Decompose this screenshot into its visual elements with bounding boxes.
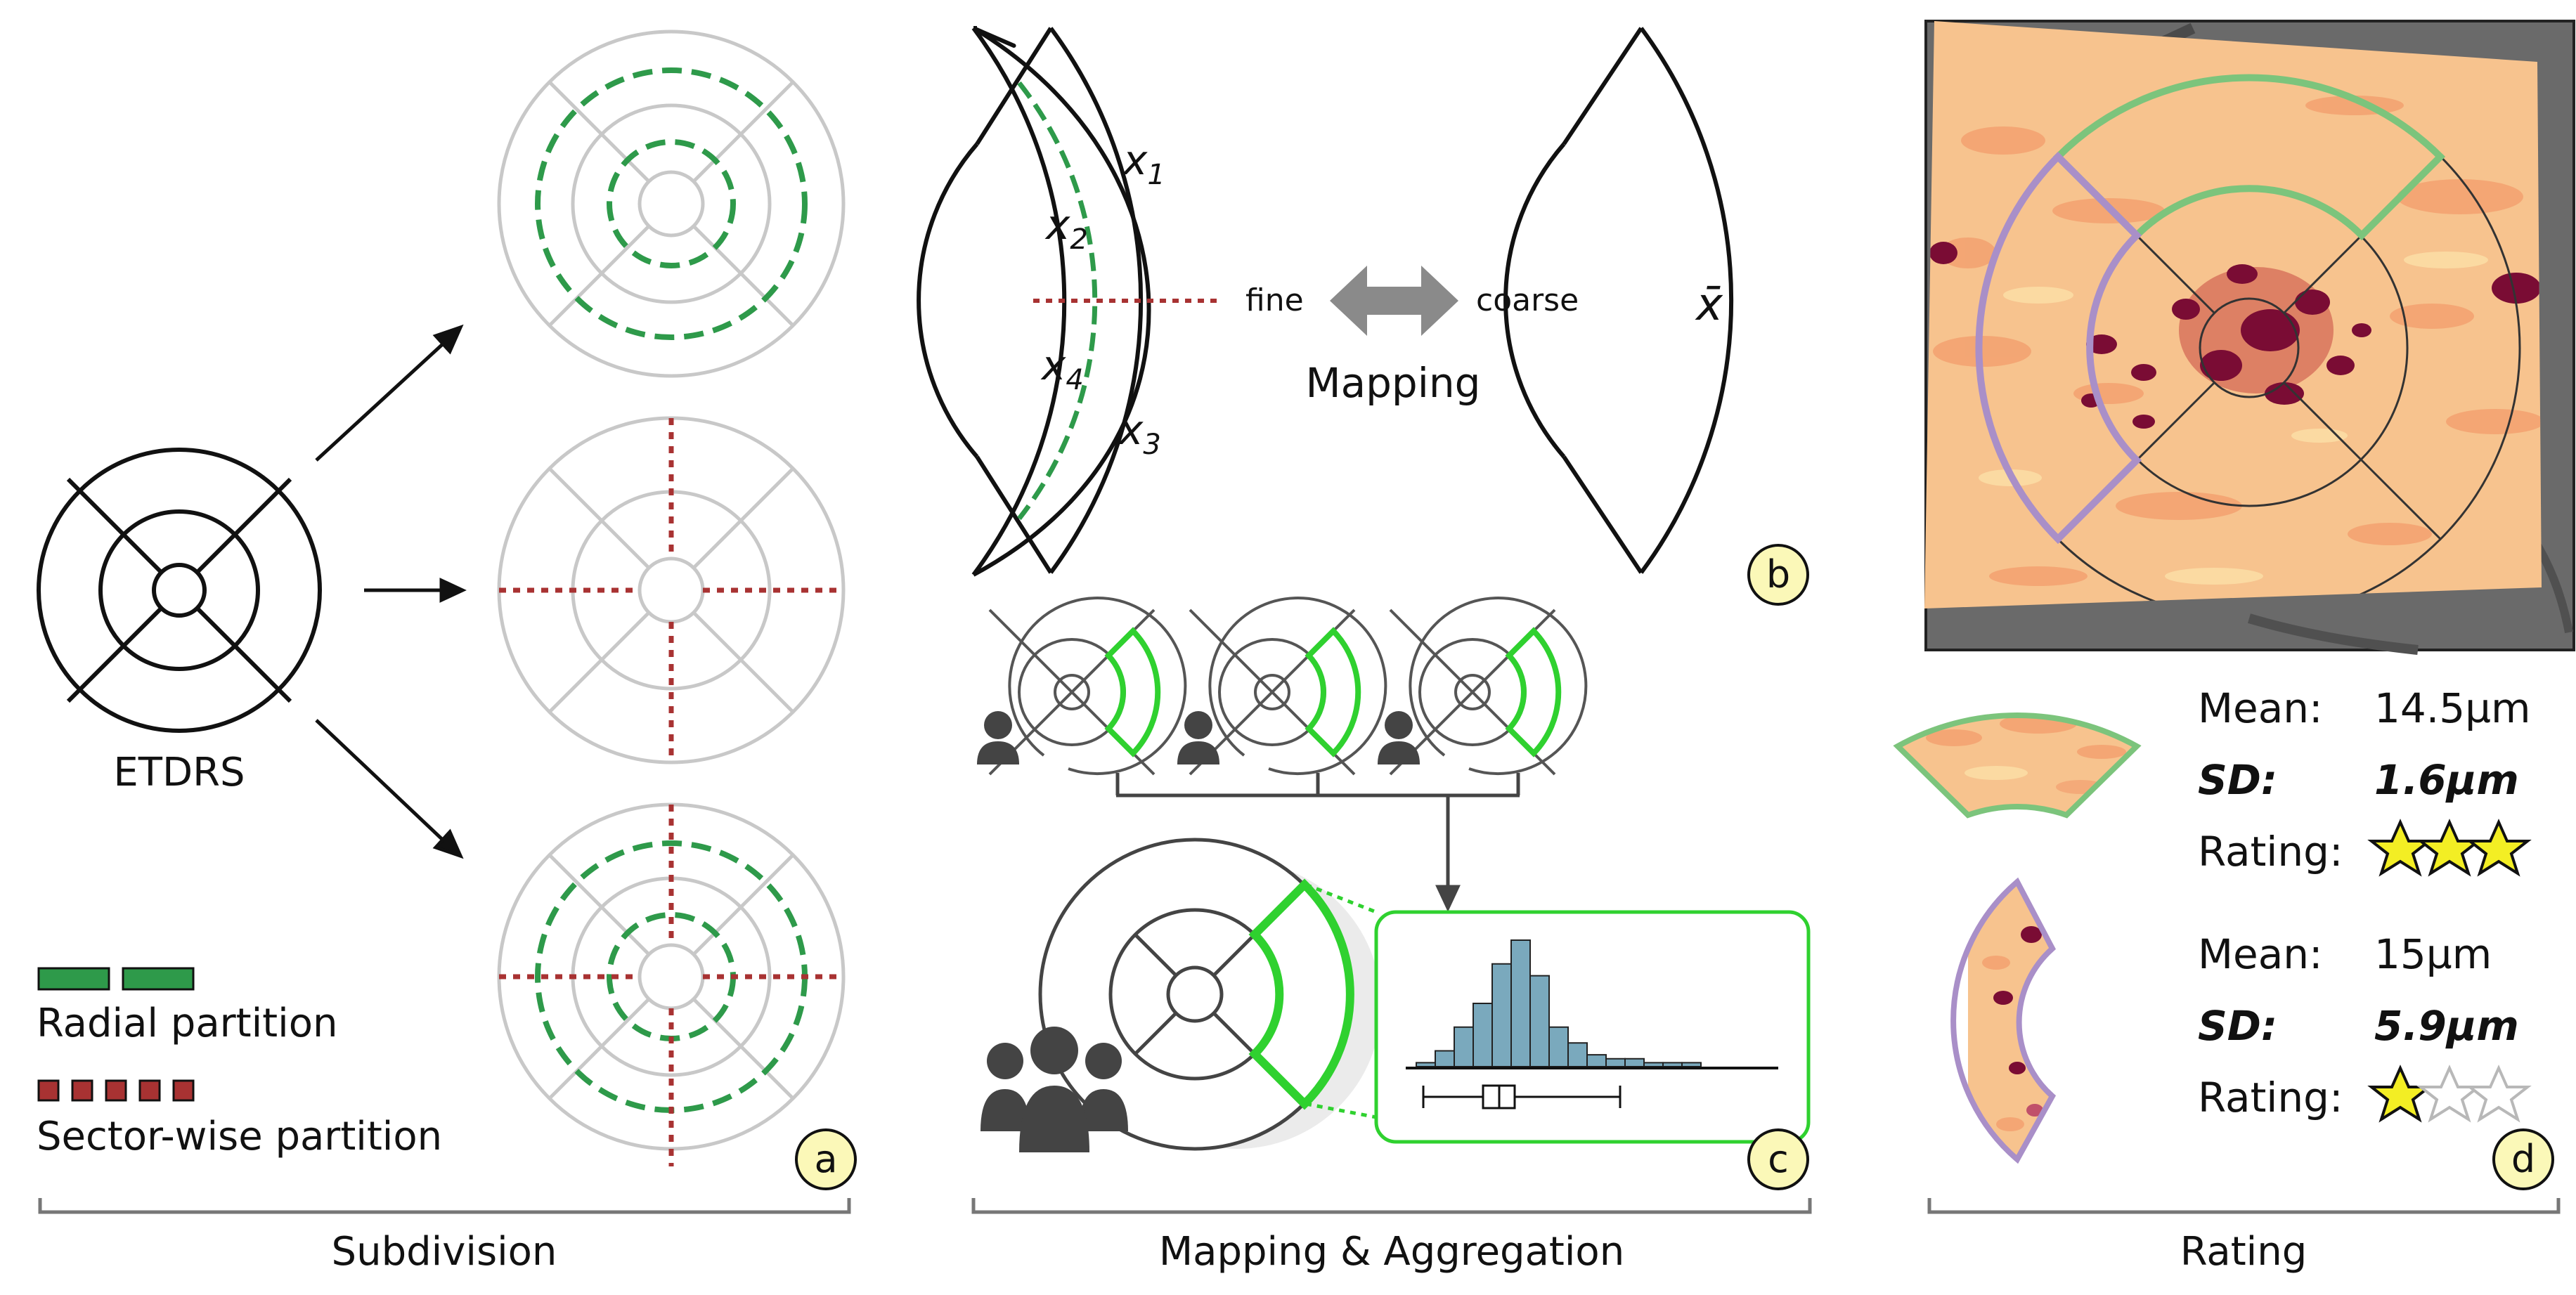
svg-text:c: c: [1768, 1137, 1789, 1181]
thickness-map: [1924, 21, 2542, 609]
star-filled: [2367, 1065, 2433, 1123]
mean-label-2: Mean:: [2198, 930, 2323, 978]
histogram-bar: [1529, 975, 1550, 1067]
badge-c: c: [1747, 1128, 1809, 1190]
coarse-label: coarse: [1476, 282, 1579, 318]
aggregation-connectors: [1115, 773, 1520, 912]
histogram-bars: [1416, 939, 1702, 1067]
badge-b: b: [1747, 544, 1809, 606]
histogram-bar: [1473, 1003, 1493, 1067]
histogram-bar: [1454, 1026, 1474, 1067]
stats-region-2: Mean: 15µm SD: 5.9µm Rating:: [2198, 930, 2532, 1123]
mean-value-2: 15µm: [2374, 930, 2492, 978]
legend-radial-label: Radial partition: [37, 1001, 337, 1046]
sd-label-2: SD:: [2198, 1002, 2277, 1050]
grid-sector: [497, 416, 846, 764]
sd-value-1: 1.6µm: [2374, 756, 2519, 804]
group-icon: [980, 1027, 1128, 1152]
svg-text:a: a: [814, 1137, 837, 1181]
histogram-bar: [1548, 1026, 1569, 1067]
region-thumbnail-1: [1893, 712, 2142, 819]
bracket-rating: [1927, 1198, 2561, 1214]
panel-d: Mean: 14.5µm SD: 1.6µm Rating: Mean: 15µ…: [1893, 20, 2575, 1275]
label-x1: x1: [1122, 136, 1165, 191]
label-x4: x4: [1040, 341, 1084, 396]
highlight-temporal: [1975, 151, 2142, 545]
panel-b: x1 x2 x4 x3 fine coarse Mapping x̄ b: [917, 26, 1809, 606]
histogram-bar: [1435, 1050, 1455, 1067]
fine-radial-divider: [1017, 81, 1098, 521]
histogram-box: [1374, 910, 1811, 1144]
legend-sector: Sector-wise partition: [37, 1079, 442, 1159]
histogram-bar: [1510, 939, 1531, 1067]
histogram-bar: [1586, 1054, 1607, 1067]
sd-label-1: SD:: [2198, 756, 2277, 804]
legend-radial: Radial partition: [37, 967, 337, 1046]
bracket-subdivision: [38, 1198, 851, 1214]
histogram-bar: [1416, 1062, 1436, 1067]
mean-value-1: 14.5µm: [2374, 684, 2531, 732]
double-arrow: [1330, 266, 1458, 336]
aggregate-grid: [1038, 838, 1381, 1151]
rating-label-1: Rating:: [2198, 828, 2343, 876]
sd-value-2: 5.9µm: [2374, 1002, 2519, 1050]
coarse-sector: [1503, 27, 1734, 574]
panel-c: c Mapping & Aggregation: [971, 597, 1812, 1275]
badge-a: a: [795, 1128, 857, 1190]
caption-mapping: Mapping & Aggregation: [1159, 1229, 1624, 1275]
star-filled: [2367, 819, 2433, 877]
mapping-label: Mapping: [1306, 359, 1481, 407]
histogram-bar: [1662, 1062, 1683, 1067]
stars-region-2: [2367, 1065, 2532, 1123]
arrows: [315, 324, 467, 859]
label-x3: x3: [1118, 406, 1161, 461]
rater-3: [1378, 597, 1588, 776]
bracket-mapping: [971, 1198, 1812, 1214]
grid-radial: [497, 30, 846, 378]
star-filled: [2466, 819, 2532, 877]
badge-d: d: [2492, 1128, 2554, 1190]
star-empty: [2466, 1065, 2532, 1123]
panel-a: ETDRS: [37, 30, 857, 1275]
stats-region-1: Mean: 14.5µm SD: 1.6µm Rating:: [2198, 684, 2532, 877]
mean-label-1: Mean:: [2198, 684, 2323, 732]
aggregate-label: x̄: [1695, 279, 1723, 331]
etdrs-grid: [37, 448, 322, 733]
caption-rating: Rating: [2180, 1229, 2308, 1275]
caption-subdivision: Subdivision: [332, 1229, 557, 1275]
etdrs-label: ETDRS: [113, 750, 245, 795]
histogram-bar: [1491, 963, 1512, 1067]
stars-region-1: [2367, 819, 2532, 877]
fine-label: fine: [1245, 282, 1304, 318]
rater-1: [977, 597, 1187, 776]
star-filled: [2416, 819, 2483, 877]
histogram-bar: [1643, 1062, 1664, 1067]
boxplot: [1422, 1084, 1622, 1109]
histogram-bar: [1605, 1058, 1626, 1067]
svg-text:d: d: [2511, 1137, 2535, 1181]
svg-text:b: b: [1766, 552, 1790, 597]
rater-2: [1177, 597, 1387, 776]
histogram-bar: [1681, 1062, 1702, 1067]
legend-sector-label: Sector-wise partition: [37, 1114, 442, 1159]
highlight-superior: [2052, 74, 2446, 241]
histogram-bar: [1567, 1042, 1588, 1067]
grid-combined: [497, 802, 846, 1166]
histogram-bar: [1624, 1058, 1645, 1067]
rating-label-2: Rating:: [2198, 1074, 2343, 1121]
star-empty: [2416, 1065, 2483, 1123]
region-thumbnail-2: [1950, 877, 2057, 1164]
